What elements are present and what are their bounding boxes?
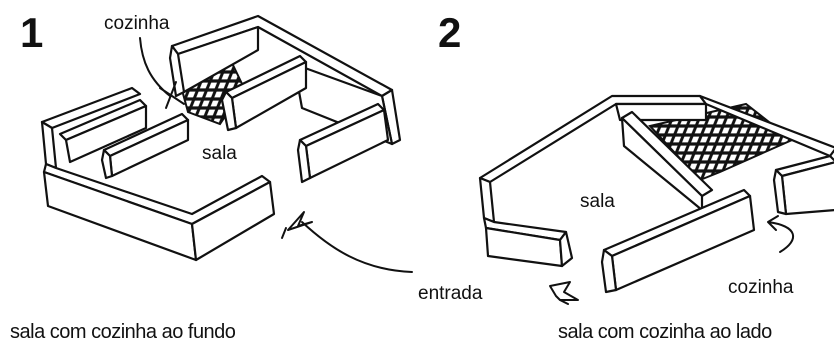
entrance-arrow-icon — [549, 281, 579, 305]
plan-2-living-label: sala — [580, 191, 615, 212]
plan-2-entrance-label: entrada — [418, 283, 483, 304]
plan-1-entrance-curve — [301, 221, 413, 273]
plan-1-kitchen-pointer — [139, 37, 185, 109]
plan-2-front-left-end — [558, 230, 574, 268]
plan-2-number: 2 — [438, 9, 462, 56]
plan-1-partition-a-face — [64, 104, 148, 164]
plan-2-left-wall-face — [478, 176, 496, 224]
plan-2 — [478, 94, 834, 305]
plan-1 — [40, 14, 413, 273]
plan-1-living-label: sala — [202, 143, 237, 164]
plan-1-front-right-end — [296, 138, 312, 184]
plan-1-left-wall-face — [40, 120, 58, 170]
plan-1-partition-b-end — [100, 148, 114, 180]
plan-1-divider-end — [220, 90, 238, 132]
plan-1-caption: sala com cozinha ao fundo — [10, 321, 236, 343]
plan-2-caption: sala com cozinha ao lado — [558, 321, 772, 343]
plan-2-right-wall-end — [772, 168, 788, 216]
plan-2-front-right-end — [600, 248, 618, 294]
plan-2-back-wall-face — [614, 102, 708, 122]
entrance-arrow-icon — [281, 211, 313, 239]
plan-1-back-wall-left — [168, 44, 186, 98]
plan-2-kitchen-label: cozinha — [728, 277, 794, 298]
plan-1-kitchen-label: cozinha — [104, 13, 170, 34]
plan-2-kitchen-pointer — [767, 215, 795, 253]
plan-1-number: 1 — [20, 9, 44, 56]
plan-1-front-wall-side — [190, 180, 276, 262]
